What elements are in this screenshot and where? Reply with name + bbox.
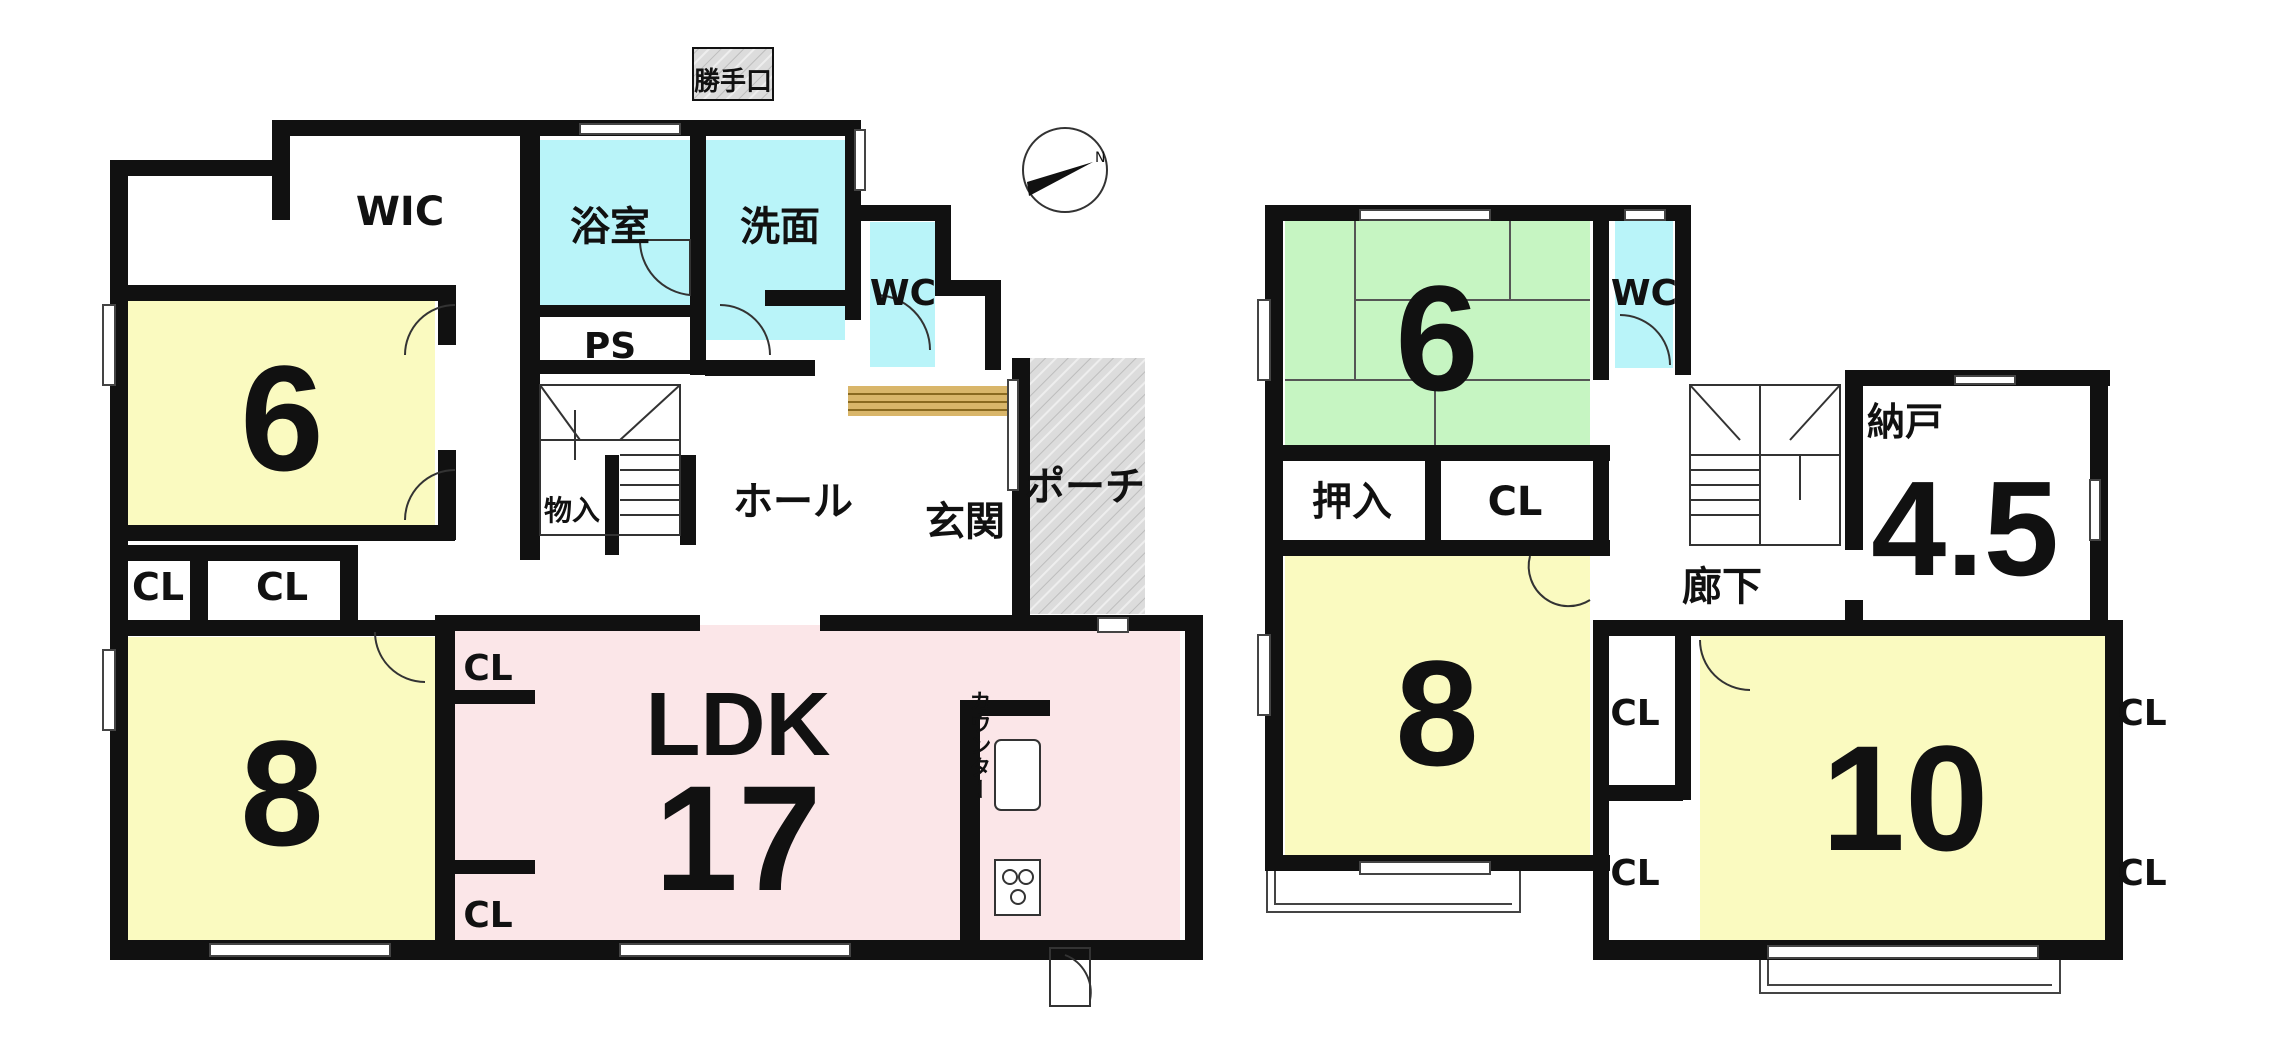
ldk-fill bbox=[455, 625, 1180, 950]
cl-right-lower-label: CL bbox=[2117, 853, 2166, 894]
bedroom-sw-fill bbox=[125, 637, 435, 950]
wash-label: 洗面 bbox=[740, 204, 820, 250]
cl-left-lower-label: CL bbox=[1610, 853, 1659, 894]
cl-left-upper-label: CL bbox=[1610, 693, 1659, 734]
stairs-floor2 bbox=[1689, 384, 1841, 546]
bedroom-e-fill bbox=[1700, 633, 2110, 945]
wc2-fill bbox=[1615, 218, 1673, 368]
wash-fill bbox=[705, 140, 845, 340]
nando-label: 納戸 bbox=[1867, 400, 1943, 444]
oshiire-label: 押入 bbox=[1312, 479, 1392, 525]
cl-mid-label: CL bbox=[1488, 479, 1543, 525]
wc1-label: WC bbox=[870, 273, 936, 314]
floor-2: 6 WC 押入 CL 納戸 4.5 廊下 8 CL CL 10 CL CL bbox=[1257, 205, 2167, 994]
floor-1: N 勝手口 WIC 浴室 洗面 WC PS 6 物入 ホール 玄関 ポーチ CL… bbox=[102, 47, 1203, 1007]
ldk-size: 17 bbox=[655, 754, 822, 922]
cl-right-upper-label: CL bbox=[2117, 693, 2166, 734]
nando-size: 4.5 bbox=[1871, 453, 2059, 604]
bedroom-nw-size: 6 bbox=[240, 334, 323, 502]
wc2-label: WC bbox=[1611, 273, 1677, 314]
north-arrow-icon: N bbox=[1022, 127, 1108, 213]
bath-fill bbox=[540, 140, 690, 305]
cl-ldk-top-label: CL bbox=[463, 648, 512, 689]
hall-label: ホール bbox=[733, 479, 853, 525]
ps-label: PS bbox=[584, 326, 636, 367]
japanese-room-fill bbox=[1285, 218, 1590, 448]
bedroom-w-fill bbox=[1285, 548, 1590, 858]
kitchen-fixtures bbox=[994, 739, 1041, 916]
bedroom-e-size: 10 bbox=[1822, 714, 1989, 882]
tatami-lines bbox=[1285, 218, 1590, 448]
storage-label: 物入 bbox=[544, 494, 600, 527]
bedroom-sw-size: 8 bbox=[240, 709, 323, 877]
porch-label: ポーチ bbox=[1025, 464, 1145, 510]
cl-ldk-bottom-label: CL bbox=[463, 895, 512, 936]
japanese-room-size: 6 bbox=[1395, 254, 1478, 422]
corridor-label: 廊下 bbox=[1682, 564, 1762, 610]
cl-small-label: CL bbox=[132, 565, 184, 609]
service-door-step bbox=[692, 47, 774, 101]
bedroom-nw-fill bbox=[125, 297, 435, 529]
bath-label: 浴室 bbox=[570, 204, 650, 250]
svg-text:N: N bbox=[1095, 150, 1105, 166]
service-door-label: 勝手口 bbox=[694, 67, 772, 97]
bedroom-w-size: 8 bbox=[1395, 629, 1478, 797]
entrance-label: 玄関 bbox=[925, 499, 1005, 545]
ldk-name: LDK bbox=[646, 675, 831, 775]
cl-wide-label: CL bbox=[256, 565, 308, 609]
balconies bbox=[1266, 871, 2061, 994]
porch-fill bbox=[1030, 358, 1145, 614]
counter-label: カウンター bbox=[966, 690, 991, 800]
stairs-floor1 bbox=[539, 384, 681, 536]
wic-label: WIC bbox=[356, 189, 444, 235]
